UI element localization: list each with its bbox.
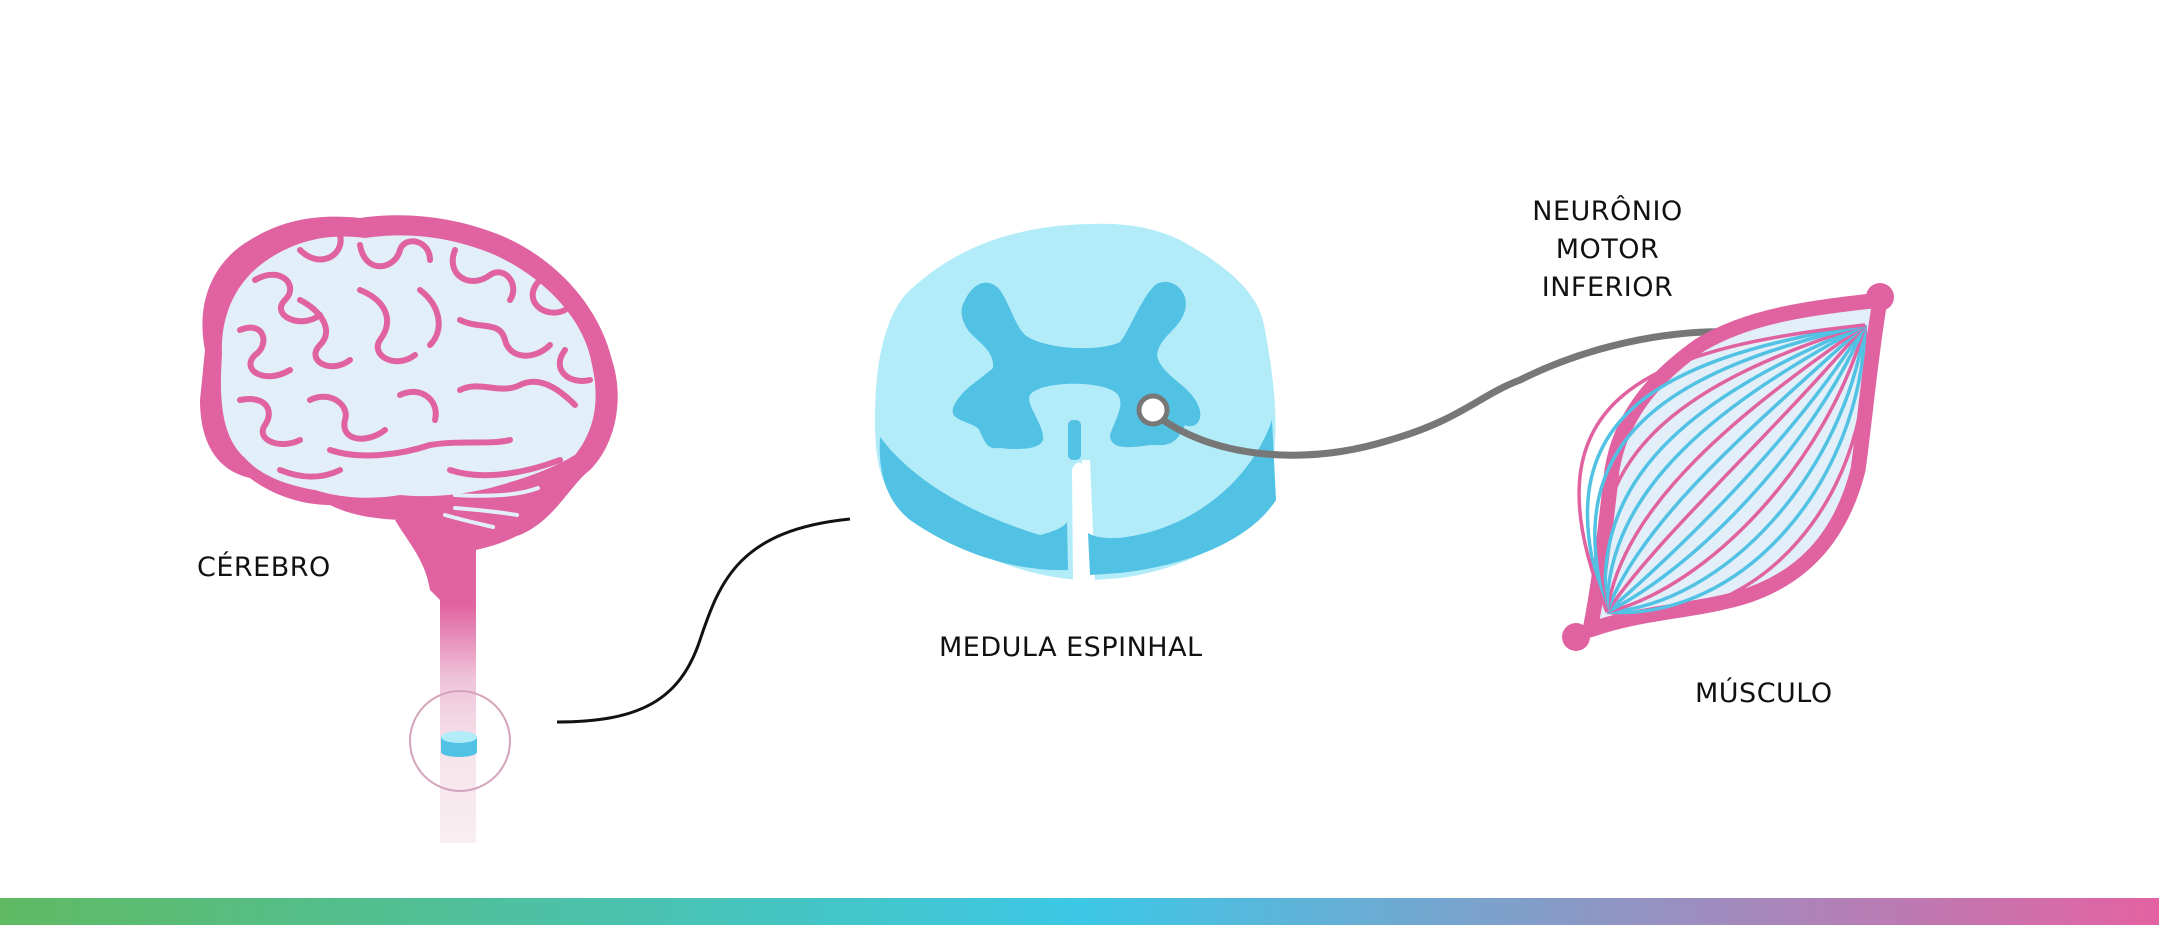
- cerebellum-lines: [443, 486, 540, 529]
- muscle-fiber: [1606, 324, 1867, 614]
- muscle-fiber: [1599, 323, 1866, 613]
- brain-illustration: [200, 215, 618, 843]
- muscle-fiber: [1605, 323, 1866, 613]
- ventral-white-band: [879, 420, 1276, 575]
- label-neuron-line3: INFERIOR: [1541, 272, 1674, 303]
- muscle-fiber: [1577, 323, 1866, 613]
- muscle-fiber: [1605, 323, 1867, 613]
- label-muscle: MÚSCULO: [1695, 678, 1833, 709]
- muscle-fiber: [1605, 323, 1867, 613]
- muscle-fiber: [1606, 324, 1867, 615]
- bottom-gradient-bar: [0, 898, 2159, 925]
- muscle-fiber: [1605, 324, 1867, 614]
- label-lower-motor-neuron: NEURÔNIO MOTOR INFERIOR: [1510, 193, 1705, 307]
- spinal-section-marker: [441, 731, 477, 757]
- ventral-fissure: [1072, 462, 1086, 580]
- spinal-cord-cross-section: [875, 223, 1276, 581]
- section-magnifier-ring: [409, 690, 511, 792]
- label-neuron-line2: MOTOR: [1555, 234, 1660, 265]
- muscle-fiber: [1603, 323, 1866, 613]
- brain-stem: [395, 475, 570, 843]
- muscle-tendon-bottom: [1562, 623, 1590, 651]
- muscle-fiber: [1593, 323, 1866, 613]
- muscle-fiber: [1605, 323, 1866, 613]
- muscle-fibers: [1577, 323, 1868, 617]
- motor-neuron-soma: [1136, 393, 1170, 427]
- muscle-fiber: [1606, 324, 1868, 617]
- muscle-tendon-top: [1866, 283, 1894, 311]
- brain-fill: [220, 235, 596, 498]
- label-neuron-line1: NEURÔNIO: [1532, 196, 1683, 227]
- muscle-fiber: [1606, 324, 1867, 614]
- label-spinal-cord: MEDULA ESPINHAL: [939, 632, 1203, 663]
- label-brain: CÉREBRO: [197, 552, 331, 583]
- muscle-fiber: [1585, 323, 1866, 613]
- central-canal: [1068, 420, 1081, 460]
- connector-curve: [556, 517, 851, 724]
- brain-gyri: [237, 232, 593, 480]
- muscle-illustration: [1562, 283, 1894, 651]
- muscle-fiber: [1606, 324, 1867, 614]
